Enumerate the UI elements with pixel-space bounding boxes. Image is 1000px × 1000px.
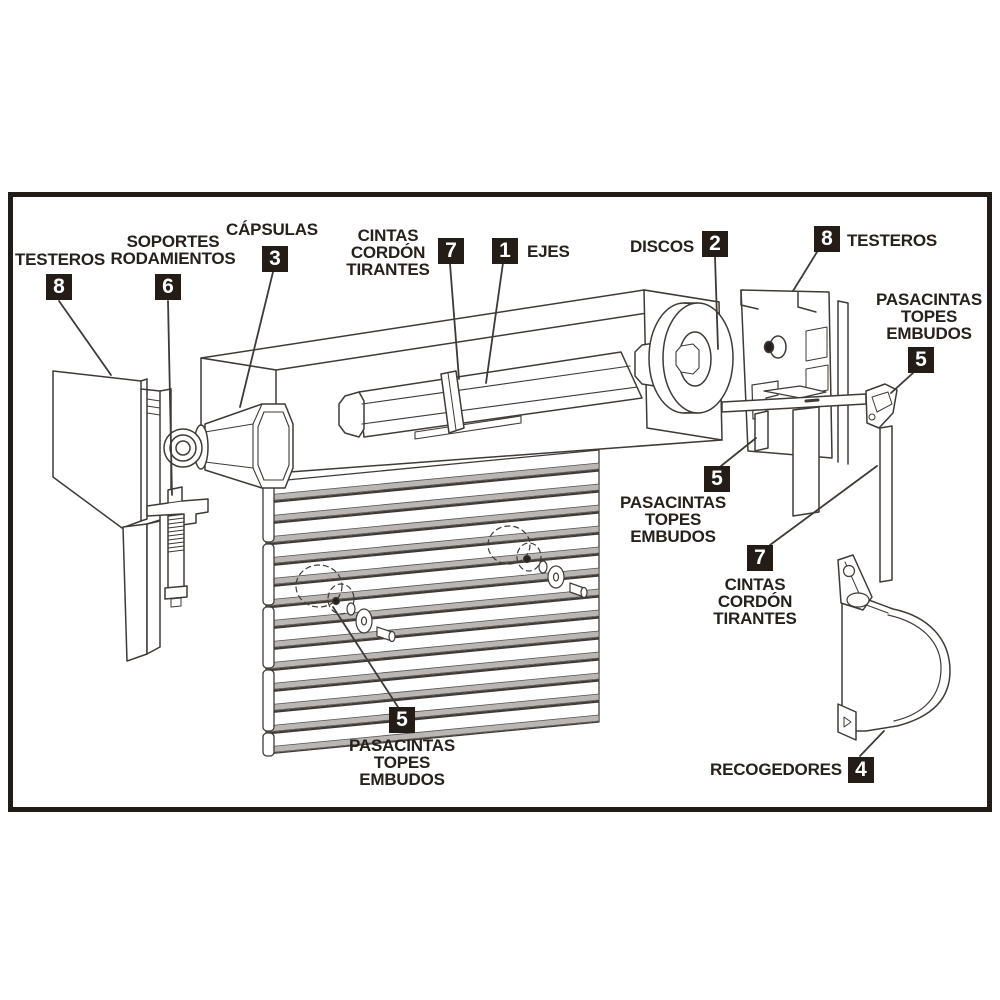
label-capsulas: CÁPSULAS <box>226 220 318 239</box>
badge-capsulas: 3 <box>262 246 288 272</box>
label-soportes-rodamientos: SOPORTES RODAMIENTOS <box>110 232 236 268</box>
badge-testeros-left: 8 <box>46 274 72 300</box>
label-recogedores: RECOGEDORES <box>710 760 842 779</box>
badge-pasacintas-bottom: 5 <box>389 707 415 733</box>
mount-bar <box>122 520 161 662</box>
tape-run <box>721 383 898 583</box>
bearing-bracket <box>146 486 209 608</box>
badge-discos: 2 <box>702 231 728 257</box>
badge-cintas-mid: 7 <box>747 545 773 571</box>
curtain-slats <box>262 449 600 757</box>
label-cintas-mid: CINTAS CORDÓN TIRANTES <box>713 575 797 628</box>
axle-tube <box>338 351 643 440</box>
badge-ejes: 1 <box>492 238 518 264</box>
label-cintas-top: CINTAS CORDÓN TIRANTES <box>346 226 430 279</box>
curtain-fittings <box>295 525 588 643</box>
badge-recogedores: 4 <box>848 757 874 783</box>
label-testeros-left: TESTEROS <box>14 250 106 269</box>
badge-pasacintas-right: 5 <box>908 347 934 373</box>
badge-pasacintas-mid: 5 <box>704 466 730 492</box>
axle-strap <box>440 370 465 434</box>
label-testeros-right: TESTEROS <box>847 231 938 250</box>
tape-winder <box>837 554 951 741</box>
badge-cintas-top: 7 <box>438 238 464 264</box>
label-discos: DISCOS <box>630 237 694 256</box>
capsule <box>163 403 294 489</box>
disc <box>648 302 734 414</box>
label-ejes: EJES <box>527 242 570 261</box>
label-pasacintas-mid: PASACINTAS TOPES EMBUDOS <box>620 493 726 546</box>
label-pasacintas-bottom: PASACINTAS TOPES EMBUDOS <box>349 736 455 789</box>
label-pasacintas-right: PASACINTAS TOPES EMBUDOS <box>876 290 982 343</box>
tape-guides <box>754 406 820 517</box>
leader-lines <box>58 251 914 757</box>
badge-testeros-right: 8 <box>814 226 840 252</box>
badge-soportes-rodamientos: 6 <box>155 274 181 300</box>
